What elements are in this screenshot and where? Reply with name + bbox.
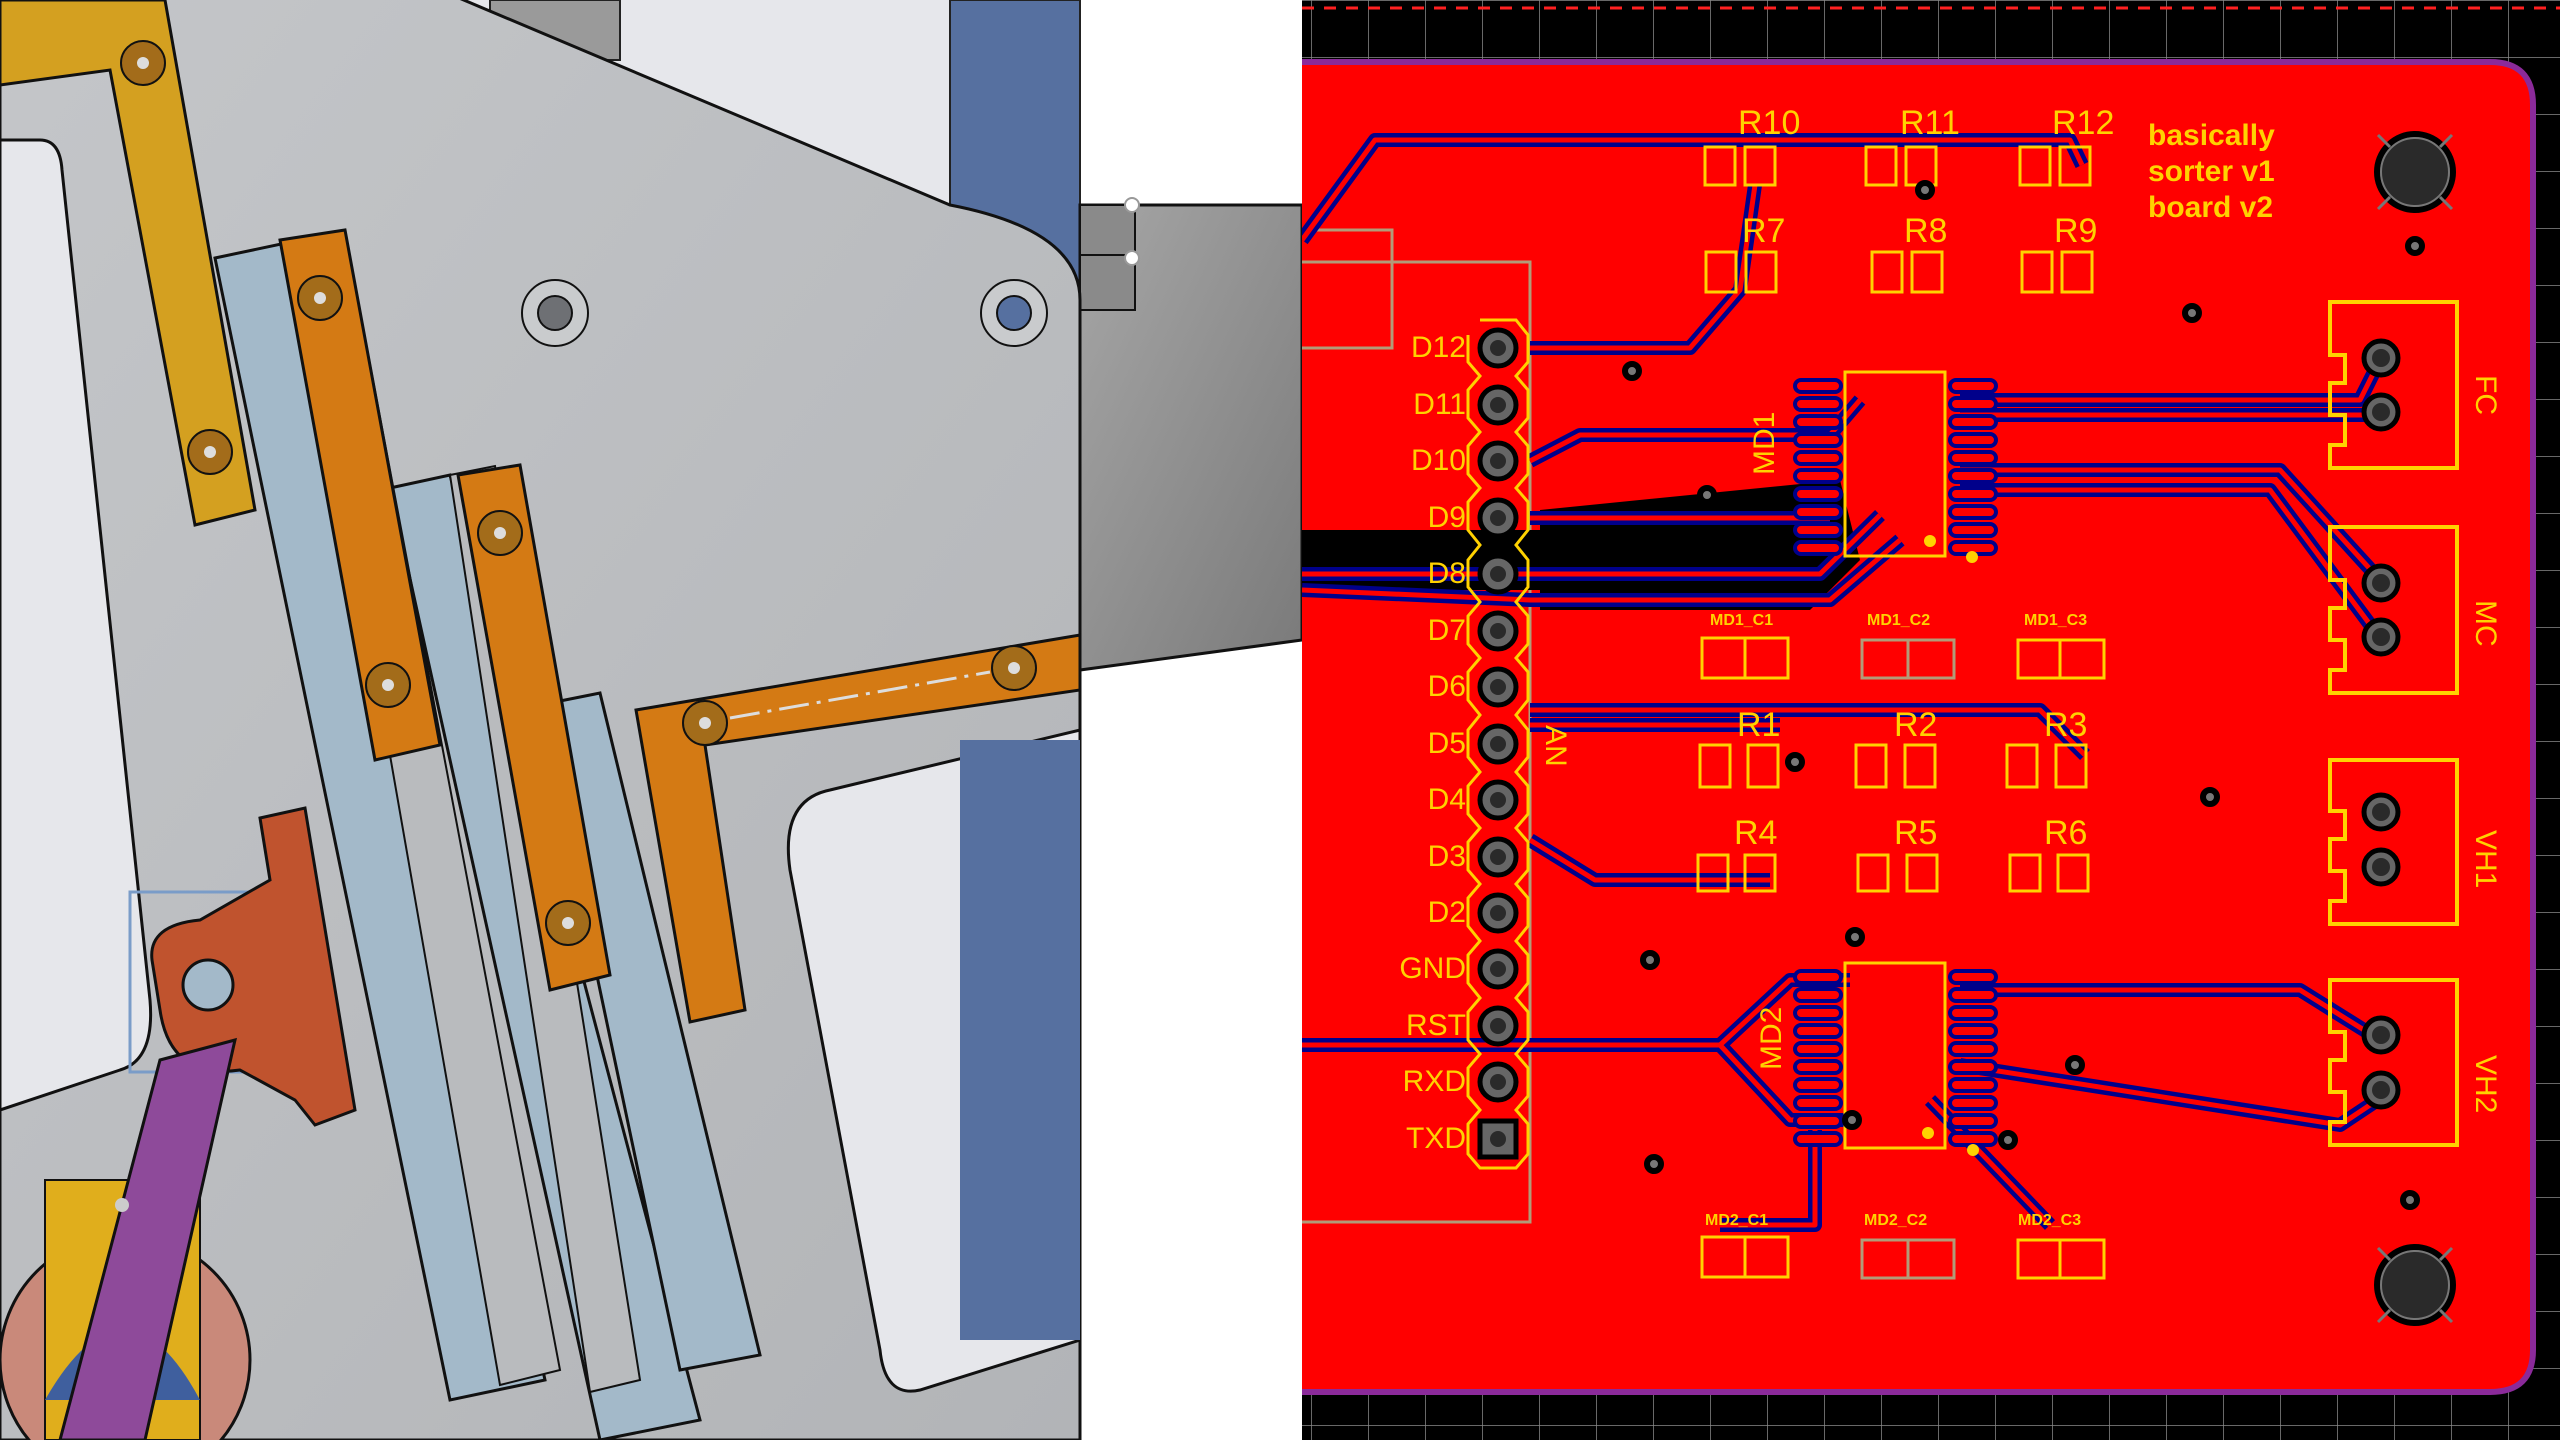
board-title: basically sorter v1 board v2 <box>2148 118 2275 226</box>
pin-label-TXD: TXD <box>1406 1122 1466 1155</box>
refdes-R10: R10 <box>1738 104 1801 142</box>
resistor-footprints <box>1696 145 2094 893</box>
orange-link-1-part <box>278 228 442 762</box>
pin-label-D5: D5 <box>1427 727 1466 760</box>
pin-label-D11: D11 <box>1413 388 1466 421</box>
refdes-R1: R1 <box>1737 706 1781 744</box>
pin-label-GND: GND <box>1399 952 1466 985</box>
pin-header-AN <box>1466 318 1530 1170</box>
board-title-line-2: sorter v1 <box>2148 155 2275 188</box>
refdes-VH2: VH2 <box>2469 1055 2502 1114</box>
refdes-R6: R6 <box>2044 814 2088 852</box>
board-title-line-3: board v2 <box>2148 191 2274 224</box>
capacitor-footprints <box>1700 636 2106 1280</box>
pin-label-D4: D4 <box>1427 783 1466 816</box>
pcb-board-drawing[interactable] <box>1302 0 2560 1440</box>
orange-link-2-part <box>456 463 612 992</box>
pin-label-RST: RST <box>1406 1009 1466 1042</box>
refdes-MD2_C2: MD2_C2 <box>1864 1212 1928 1229</box>
refdes-R7: R7 <box>1742 212 1786 250</box>
pin-label-D7: D7 <box>1427 614 1466 647</box>
refdes-MD2: MD2 <box>1755 1006 1788 1070</box>
refdes-R11: R11 <box>1900 104 1960 142</box>
driver-ic-MD1 <box>1793 370 1998 563</box>
refdes-MD1_C3: MD1_C3 <box>2024 612 2088 629</box>
refdes-R4: R4 <box>1734 814 1778 852</box>
pin-label-D8: D8 <box>1427 557 1466 590</box>
vias <box>1622 180 2425 1210</box>
connector-footprints <box>2328 300 2459 1147</box>
purple-arm-part <box>58 1037 238 1440</box>
header-refdes: AN <box>1539 725 1572 767</box>
refdes-MD2_C1: MD2_C1 <box>1705 1212 1769 1229</box>
refdes-R5: R5 <box>1894 814 1938 852</box>
yellow-link-part <box>0 0 257 527</box>
pin-label-D2: D2 <box>1427 896 1466 929</box>
refdes-VH1: VH1 <box>2469 830 2502 889</box>
refdes-R9: R9 <box>2054 212 2098 250</box>
red-bracket-part <box>150 806 357 1127</box>
refdes-MD1_C2: MD1_C2 <box>1867 612 1931 629</box>
refdes-R3: R3 <box>2044 706 2088 744</box>
driver-ic-MD2 <box>1793 961 1998 1156</box>
refdes-MD2_C3: MD2_C3 <box>2018 1212 2082 1229</box>
cad-viewport[interactable] <box>0 0 1302 1440</box>
pin-label-D3: D3 <box>1427 840 1466 873</box>
mounting-holes <box>2374 131 2456 1326</box>
pin-label-D6: D6 <box>1427 670 1466 703</box>
pin-label-D9: D9 <box>1427 501 1466 534</box>
cad-assembly-drawing[interactable] <box>0 0 1302 1440</box>
refdes-MD1: MD1 <box>1748 411 1781 475</box>
pcb-editor-canvas[interactable]: basically sorter v1 board v2 D12 D11 D10… <box>1302 0 2560 1440</box>
refdes-FC: FC <box>2469 375 2502 415</box>
pin-label-RXD: RXD <box>1402 1065 1466 1098</box>
refdes-MC: MC <box>2469 600 2502 647</box>
refdes-R2: R2 <box>1894 706 1938 744</box>
pin-label-D12: D12 <box>1410 331 1466 364</box>
orange-link-3-part <box>634 633 1082 1024</box>
refdes-R12: R12 <box>2052 104 2115 142</box>
board-title-line-1: basically <box>2148 119 2275 152</box>
motor-block-part <box>1078 197 1302 672</box>
pin-label-D10: D10 <box>1410 444 1466 477</box>
refdes-MD1_C1: MD1_C1 <box>1710 612 1774 629</box>
refdes-R8: R8 <box>1904 212 1948 250</box>
